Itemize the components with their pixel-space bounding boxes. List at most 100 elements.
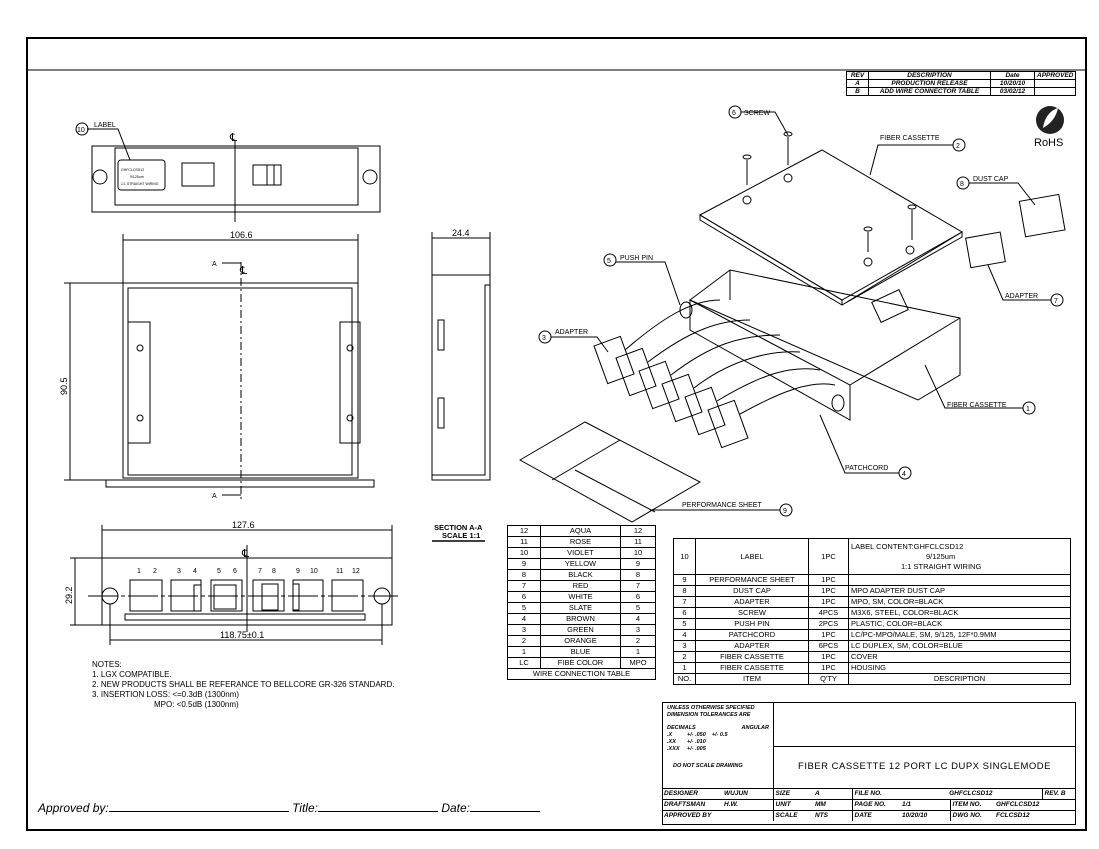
top-view: ℄ 10 LABEL GHFCLCSD12 9/125um 1:1 STRAIG… xyxy=(75,122,381,222)
port-12: 12 xyxy=(352,568,360,575)
title-field[interactable] xyxy=(317,802,438,812)
dim-29-2: 29.2 xyxy=(64,586,74,604)
date-field[interactable] xyxy=(470,802,540,812)
bom-no: 5 xyxy=(673,618,696,630)
bom-qty: 1PC xyxy=(808,538,849,575)
date-label: DATE xyxy=(854,812,872,819)
bom-description xyxy=(848,574,1071,586)
bom-description: MPO, SM, COLOR=BLACK xyxy=(848,596,1071,608)
bom-qty: 2PCS xyxy=(808,618,849,630)
callout-2-number: 2 xyxy=(956,143,960,150)
rev-letter: B xyxy=(1060,790,1066,797)
lc-port: 12 xyxy=(507,525,541,537)
callout-3-label: ADAPTER xyxy=(555,329,588,336)
unit-label: UNIT xyxy=(775,801,791,808)
approved-by-field[interactable] xyxy=(108,802,289,812)
dim-106-6: 106.6 xyxy=(230,230,253,240)
tolerance-block: UNLESS OTHERWISE SPECIFIED DIMENSION TOL… xyxy=(663,703,774,788)
dwg-no-label: DWG NO. xyxy=(952,812,982,819)
rohs-logo: RoHS xyxy=(1034,106,1064,149)
label-line-1: GHFCLCSD12 xyxy=(121,168,144,172)
fiber-color: GREEN xyxy=(540,624,621,636)
date-header: Date xyxy=(990,71,1035,80)
fiber-color: BLACK xyxy=(540,569,621,581)
rev-cell: A xyxy=(846,79,869,88)
callout-4-label: PATCHCORD xyxy=(845,465,888,472)
fiber-color: BROWN xyxy=(540,613,621,625)
title-label: Title: xyxy=(292,801,318,815)
callout-9-number: 9 xyxy=(783,508,787,515)
bom-item: FIBER CASSETTE xyxy=(695,662,809,674)
mpo-header: MPO xyxy=(620,657,656,669)
unit-value: MM xyxy=(813,799,853,811)
port-9: 9 xyxy=(296,568,300,575)
lc-port: 11 xyxy=(507,536,541,548)
scale-label: SCALE xyxy=(775,812,798,819)
bom-qty: 1PC xyxy=(808,596,849,608)
lc-port: 10 xyxy=(507,547,541,559)
callout-8-number: 8 xyxy=(960,181,964,188)
screw-icon xyxy=(742,131,917,252)
rev-label: REV. xyxy=(1044,790,1060,797)
bom-item: LABEL xyxy=(695,538,809,575)
label-line-2: 9/125um xyxy=(130,175,144,179)
bom-no: 2 xyxy=(673,651,696,663)
lc-port: 9 xyxy=(507,558,541,570)
xx-label: .XX xyxy=(667,739,676,745)
date-cell: 03/02/12 xyxy=(990,87,1035,96)
draftsman-value: H.W. xyxy=(722,799,774,811)
port-7: 7 xyxy=(258,568,262,575)
file-no-value: GHFCLCSD12 xyxy=(900,788,1043,800)
bom-item: ADAPTER xyxy=(695,640,809,652)
bom-item: PUSH PIN xyxy=(695,618,809,630)
mpo-position: 3 xyxy=(620,624,656,636)
bom-no: 6 xyxy=(673,607,696,619)
callout-6-label: SCREW xyxy=(744,110,770,117)
designer-value: WUJUN xyxy=(722,788,774,800)
lc-port: 5 xyxy=(507,602,541,614)
bom-description: MPO ADAPTER DUST CAP xyxy=(848,585,1071,597)
approved-by-label: APPROVED BY xyxy=(664,812,712,819)
port-1: 1 xyxy=(137,568,141,575)
bom-description-line: 9/125um xyxy=(926,551,956,561)
bom-no: 7 xyxy=(673,596,696,608)
bom-item: PATCHCORD xyxy=(695,629,809,641)
callout-4-number: 4 xyxy=(902,471,906,478)
dim-90-5: 90.5 xyxy=(59,377,69,395)
bom-qty: 1PC xyxy=(808,662,849,674)
draftsman-label: DRAFTSMAN xyxy=(664,801,706,808)
tolerance-line-2: DIMENSION TOLERANCES ARE xyxy=(667,712,751,718)
xxx-label: .XXX xyxy=(667,746,680,752)
centerline-mark-front: ℄ xyxy=(239,265,247,277)
bom-description-line: LABEL CONTENT:GHFCLCSD12 xyxy=(851,541,964,551)
mpo-position: 5 xyxy=(620,602,656,614)
callout-10-label: LABEL xyxy=(94,122,116,129)
sheet-border xyxy=(26,37,1087,831)
angular-tolerance: +/- 0.5 xyxy=(711,732,728,738)
callout-6-number: 6 xyxy=(732,110,736,117)
mpo-position: 1 xyxy=(620,646,656,658)
no-header: NO. xyxy=(673,673,696,685)
lc-header: LC xyxy=(507,657,541,669)
fiber-color: ROSE xyxy=(540,536,621,548)
lc-port: 4 xyxy=(507,613,541,625)
description-header: DESCRIPTION xyxy=(848,673,1071,685)
bom-description-line: 1:1 STRAIGHT WIRING xyxy=(901,561,982,571)
callout-3-number: 3 xyxy=(542,335,546,342)
dim-118-75: 118.75±0.1 xyxy=(220,630,264,640)
mpo-position: 9 xyxy=(620,558,656,570)
exploded-view xyxy=(518,131,1066,523)
